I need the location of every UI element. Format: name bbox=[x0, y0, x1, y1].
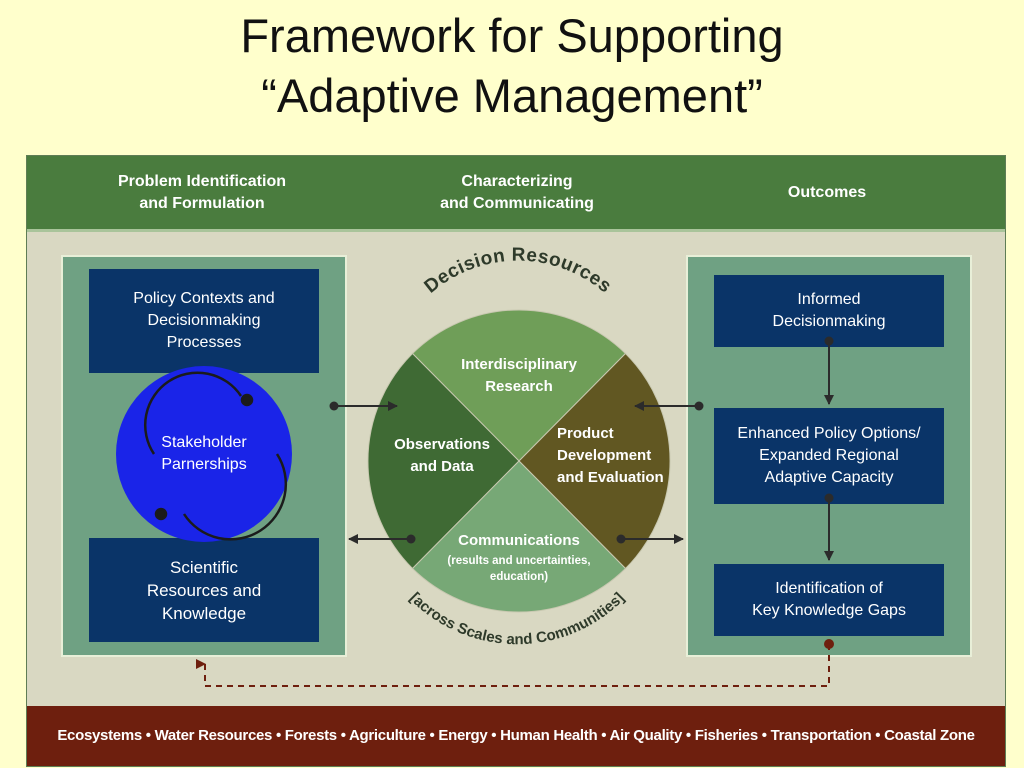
quadrant-research bbox=[411, 309, 627, 462]
gaps-line-1: Identification of bbox=[775, 580, 883, 597]
stakeholder-partnerships-circle: Stakeholder Parnerships bbox=[116, 366, 292, 542]
product-line-3: and Evaluation bbox=[557, 469, 664, 486]
scientific-line-3: Knowledge bbox=[161, 603, 247, 623]
decision-resources-circle bbox=[367, 309, 671, 613]
diagram-overlay: Decision Resources [across Scales and Co… bbox=[143, 245, 834, 687]
stakeholder-cycle-arrows bbox=[143, 371, 288, 541]
policy-line-1: Policy Contexts and bbox=[133, 290, 275, 307]
scientific-line-1: Scientific bbox=[169, 557, 239, 577]
cycle-dot-top bbox=[240, 393, 254, 407]
research-line-2: Research bbox=[485, 378, 553, 395]
policy-line-3: Processes bbox=[166, 334, 242, 351]
quadrant-product bbox=[518, 352, 671, 570]
policy-contexts-box: Policy Contexts and Decisionmaking Proce… bbox=[89, 269, 319, 373]
informed-line-1: Informed bbox=[797, 291, 861, 308]
framework-diagram: Problem Identification and Formulation C… bbox=[26, 155, 1006, 767]
title-line-1: Framework for Supporting bbox=[240, 9, 784, 62]
header-characterizing: Characterizing and Communicating bbox=[402, 171, 632, 215]
header-left-line-2: and Formulation bbox=[139, 195, 265, 212]
stakeholder-line-1: Stakeholder bbox=[161, 434, 247, 451]
stakeholder-line-2: Parnerships bbox=[161, 456, 247, 473]
research-line-1: Interdisciplinary bbox=[461, 356, 578, 373]
quadrant-communications bbox=[411, 460, 627, 613]
knowledge-gaps-box: Identification of Key Knowledge Gaps bbox=[714, 564, 944, 636]
scientific-resources-box: Scientific Resources and Knowledge bbox=[89, 538, 319, 642]
header-right-line-1: Outcomes bbox=[787, 184, 867, 201]
enhanced-policy-options-box: Enhanced Policy Options/ Expanded Region… bbox=[714, 408, 944, 504]
quadrant-observations bbox=[367, 352, 520, 570]
observations-line-1: Observations bbox=[394, 436, 490, 453]
connector-arrows bbox=[329, 401, 704, 544]
header-outcomes: Outcomes bbox=[747, 182, 907, 204]
slide-title: Framework for Supporting “Adaptive Manag… bbox=[0, 6, 1024, 126]
gaps-line-2: Key Knowledge Gaps bbox=[752, 602, 906, 619]
header-middle-line-2: and Communicating bbox=[440, 195, 594, 212]
observations-line-2: and Data bbox=[410, 458, 474, 475]
product-line-2: Development bbox=[557, 447, 651, 464]
cycle-dot-bottom bbox=[154, 507, 168, 521]
sector-footer: Ecosystems • Water Resources • Forests •… bbox=[27, 706, 1005, 766]
title-line-2: “Adaptive Management” bbox=[261, 69, 763, 122]
enhanced-line-3: Adaptive Capacity bbox=[764, 469, 894, 486]
communications-sub-1: (results and uncertainties, bbox=[447, 555, 590, 567]
column-header-band: Problem Identification and Formulation C… bbox=[27, 156, 1005, 232]
scientific-line-2: Resources and bbox=[146, 580, 262, 600]
policy-line-2: Decisionmaking bbox=[147, 312, 261, 329]
header-middle-line-1: Characterizing bbox=[461, 173, 573, 190]
header-problem-identification: Problem Identification and Formulation bbox=[82, 171, 322, 215]
feedback-loop-dashed bbox=[196, 639, 834, 687]
product-line-1: Product bbox=[557, 425, 614, 442]
communications-sub-2: education) bbox=[490, 571, 548, 583]
arc-label-decision-resources: Decision Resources bbox=[421, 245, 616, 298]
enhanced-line-1: Enhanced Policy Options/ bbox=[737, 425, 921, 442]
informed-line-2: Decisionmaking bbox=[772, 313, 886, 330]
communications-title: Communications bbox=[458, 532, 580, 549]
enhanced-line-2: Expanded Regional bbox=[759, 447, 899, 464]
informed-decisionmaking-box: Informed Decisionmaking bbox=[714, 275, 944, 347]
header-left-line-1: Problem Identification bbox=[117, 173, 286, 190]
